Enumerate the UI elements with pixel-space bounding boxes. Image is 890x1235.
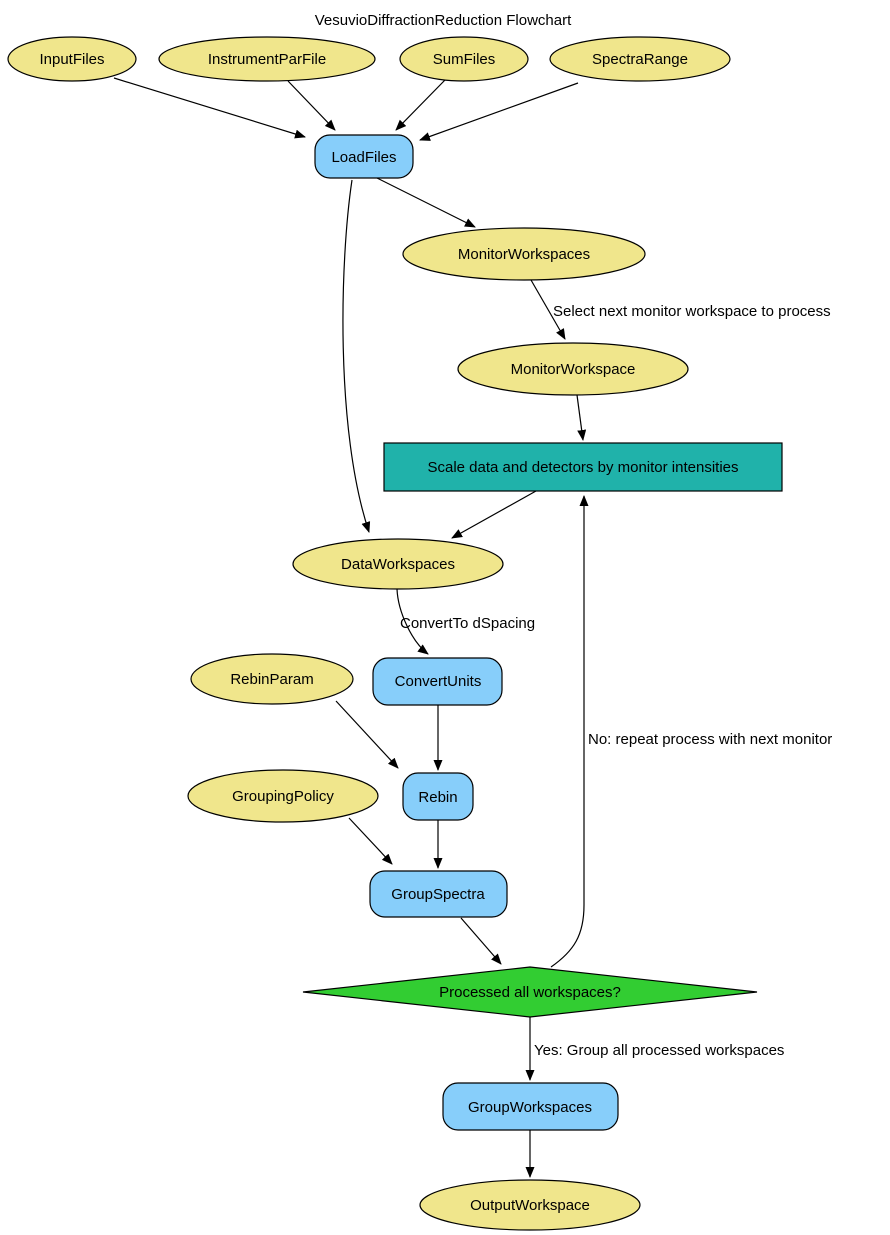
node-monitor-workspaces: MonitorWorkspaces (402, 227, 646, 281)
rebin-param-label: RebinParam (230, 671, 313, 688)
edge-layer (113, 77, 589, 1178)
monitor-workspaces-label: MonitorWorkspaces (458, 246, 590, 263)
group-workspaces-box (442, 1082, 619, 1131)
output-workspace-ellipse (419, 1179, 641, 1231)
input-files-ellipse (7, 36, 137, 82)
convert-units-box (372, 657, 503, 706)
edge-label-convert-to-dspacing: ConvertTo dSpacing (400, 615, 535, 632)
node-output-workspace: OutputWorkspace (419, 1179, 641, 1231)
group-workspaces-label: GroupWorkspaces (468, 1099, 592, 1116)
sum-files-ellipse (399, 36, 529, 82)
group-spectra-box (369, 870, 508, 918)
node-load-files: LoadFiles (314, 134, 414, 179)
grouping-policy-label: GroupingPolicy (232, 788, 334, 805)
edge-sumfiles-loadfiles (395, 79, 446, 131)
rebin-param-ellipse (190, 653, 354, 705)
node-rebin: Rebin (402, 772, 474, 821)
grouping-policy-ellipse (187, 769, 379, 823)
edge-monitorworkspace-scale (576, 394, 587, 441)
edge-inputfiles-loadfiles (113, 77, 306, 139)
edge-groupingpolicy-groupspectra (348, 817, 393, 865)
node-scale-step: Scale data and detectors by monitor inte… (383, 442, 783, 492)
edge-label-layer: Select next monitor workspace to process… (400, 303, 832, 1059)
processed-decision-label: Processed all workspaces? (439, 984, 621, 1001)
node-monitor-workspace: MonitorWorkspace (457, 342, 689, 396)
edge-label-select-monitor: Select next monitor workspace to process (553, 303, 831, 320)
node-rebin-param: RebinParam (190, 653, 354, 705)
instrument-par-file-label: InstrumentParFile (208, 51, 326, 68)
node-sum-files: SumFiles (399, 36, 529, 82)
edge-spectrarange-loadfiles (419, 82, 579, 141)
convert-units-label: ConvertUnits (395, 673, 482, 690)
monitor-workspace-label: MonitorWorkspace (511, 361, 636, 378)
input-files-label: InputFiles (39, 51, 104, 68)
scale-step-box (383, 442, 783, 492)
edge-instrumentparfile-loadfiles (287, 80, 336, 131)
node-instrument-par-file: InstrumentParFile (158, 36, 376, 82)
node-group-workspaces: GroupWorkspaces (442, 1082, 619, 1131)
monitor-workspaces-ellipse (402, 227, 646, 281)
monitor-workspace-ellipse (457, 342, 689, 396)
rebin-box (402, 772, 474, 821)
node-spectra-range: SpectraRange (549, 36, 731, 82)
edge-label-no-branch: No: repeat process with next monitor (588, 731, 832, 748)
node-group-spectra: GroupSpectra (369, 870, 508, 918)
load-files-label: LoadFiles (331, 149, 396, 166)
edge-scale-dataworkspaces (451, 490, 537, 539)
node-grouping-policy: GroupingPolicy (187, 769, 379, 823)
node-input-files: InputFiles (7, 36, 137, 82)
edge-loadfiles-dataworkspaces (342, 179, 371, 533)
node-data-workspaces: DataWorkspaces (292, 538, 504, 590)
output-workspace-label: OutputWorkspace (470, 1197, 590, 1214)
edge-decision-scale-no (550, 495, 589, 968)
edge-loadfiles-monitorworkspaces (376, 177, 476, 228)
spectra-range-ellipse (549, 36, 731, 82)
load-files-box (314, 134, 414, 179)
node-processed-decision: Processed all workspaces? (302, 966, 758, 1018)
sum-files-label: SumFiles (433, 51, 496, 68)
processed-decision-diamond (302, 966, 758, 1018)
edge-groupspectra-decision (460, 917, 502, 965)
group-spectra-label: GroupSpectra (391, 886, 485, 903)
data-workspaces-ellipse (292, 538, 504, 590)
diagram-title: VesuvioDiffractionReduction Flowchart (315, 12, 572, 29)
spectra-range-label: SpectraRange (592, 51, 688, 68)
rebin-label: Rebin (418, 789, 457, 806)
data-workspaces-label: DataWorkspaces (341, 556, 455, 573)
edge-rebinparam-rebin (335, 700, 399, 769)
edge-dataworkspaces-convertunits (396, 588, 429, 655)
edge-label-yes-branch: Yes: Group all processed workspaces (534, 1042, 784, 1059)
node-convert-units: ConvertUnits (372, 657, 503, 706)
instrument-par-file-ellipse (158, 36, 376, 82)
edge-monitorworkspaces-monitorworkspace (530, 279, 566, 340)
scale-step-label: Scale data and detectors by monitor inte… (427, 459, 738, 476)
